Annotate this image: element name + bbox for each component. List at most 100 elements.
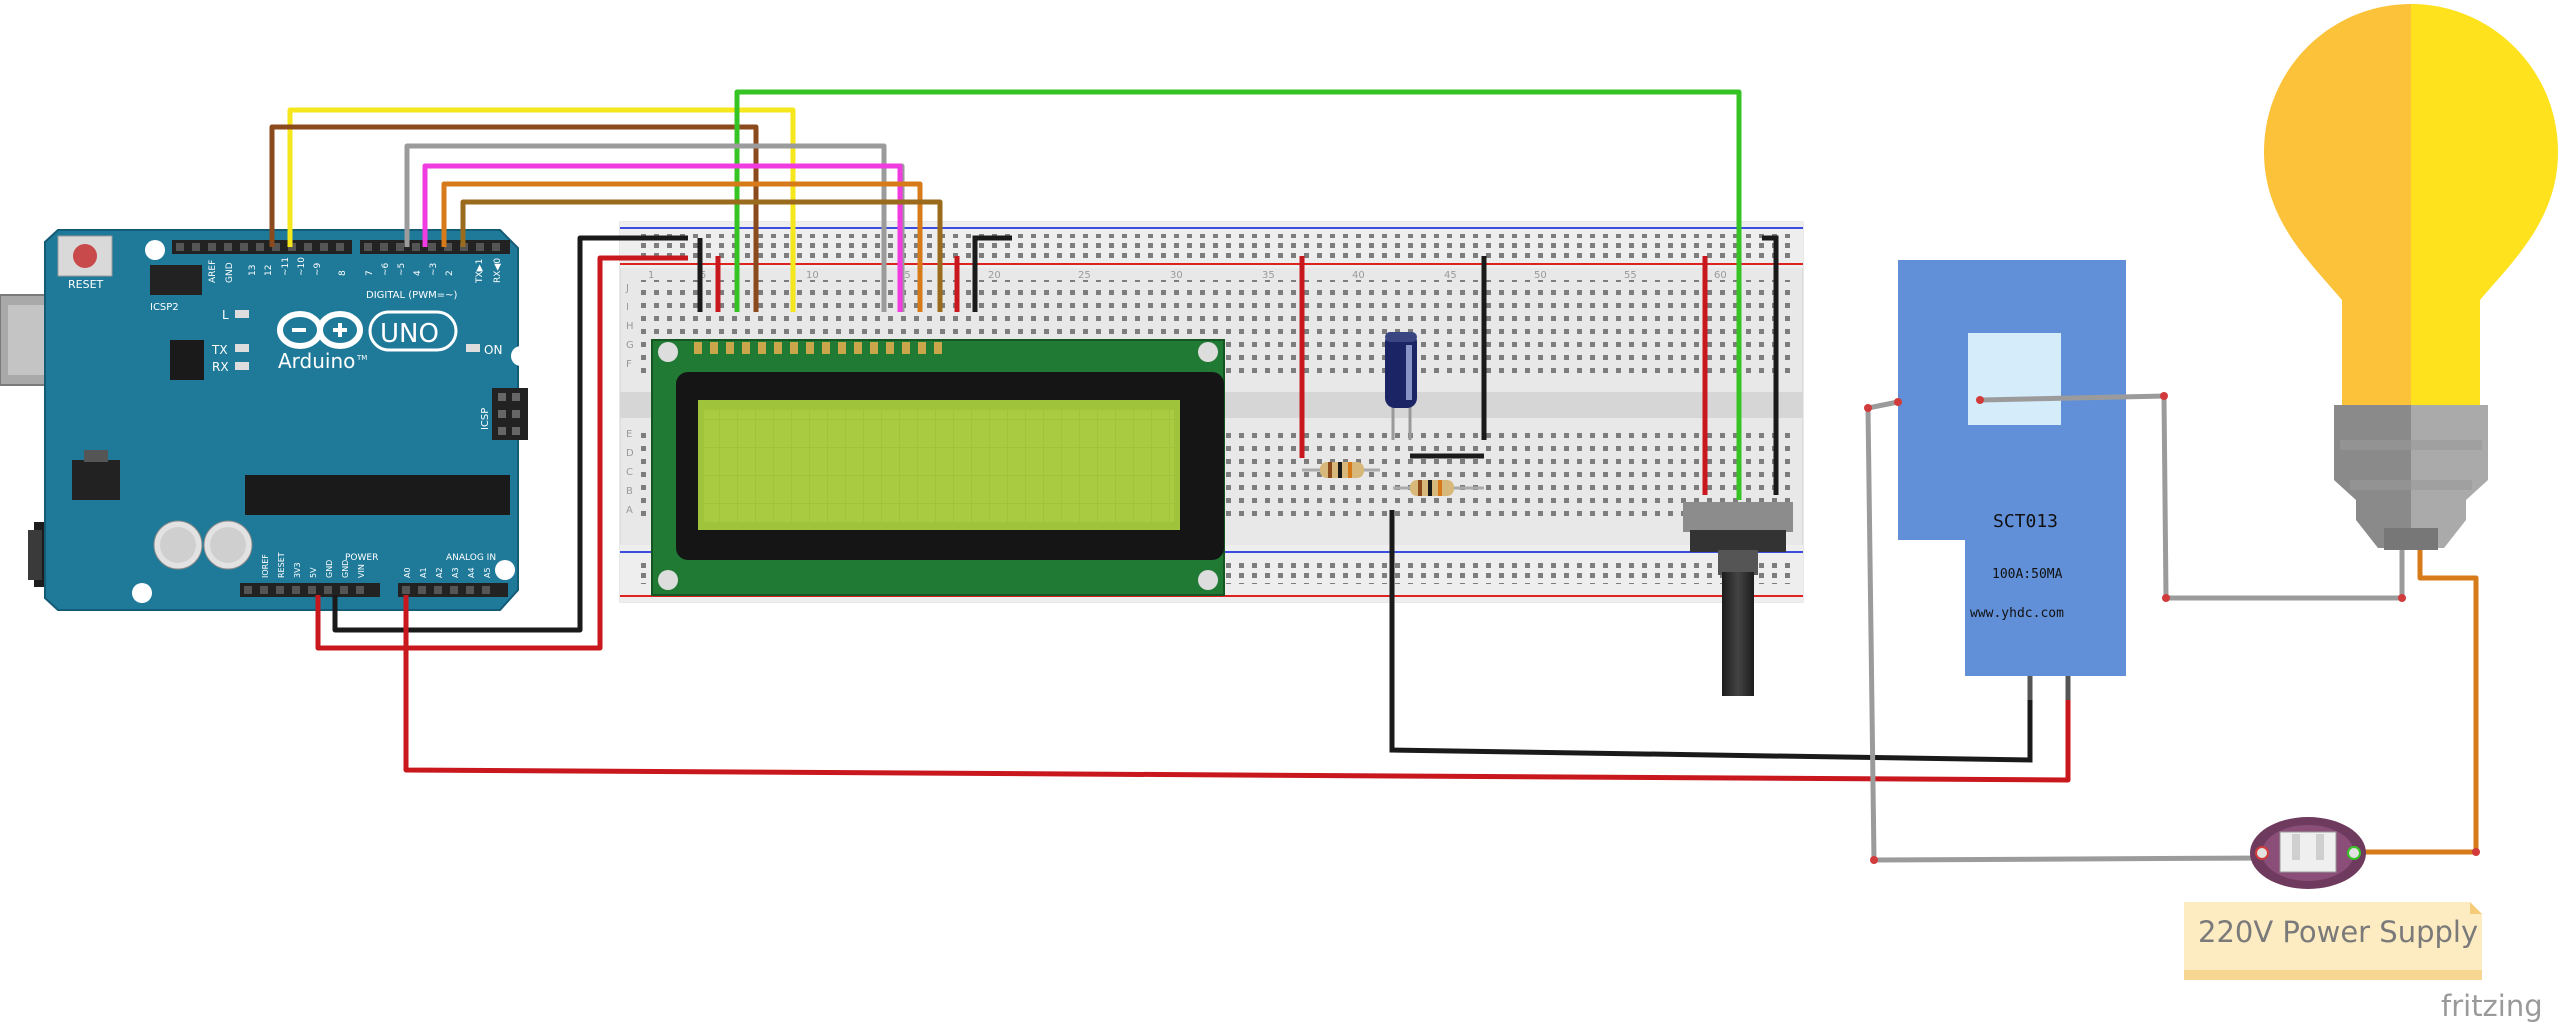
wire-yellow [287,107,796,312]
digital-label: DIGITAL (PWM=~) [366,290,457,301]
row-letter: A [626,505,633,516]
pin-gnd-2: GND [341,560,350,578]
aref-label: AREF [208,260,218,283]
row-letter: F [626,359,632,370]
power-label: POWER [345,553,378,563]
pin-a1: A1 [419,567,428,578]
rx-led-label: RX [212,360,229,374]
arduino-logo [277,311,363,349]
pin-2: 2 [445,270,455,276]
column-number: 1 [648,270,654,281]
lcd-16x2 [651,339,1225,596]
wire-orange-mains [2350,550,2479,855]
pin-vin: VIN [357,564,366,578]
column-number: 40 [1352,270,1365,281]
column-number: 25 [1078,270,1091,281]
sensor-url: www.yhdc.com [1970,606,2064,621]
arduino-brand: Arduino [278,349,355,373]
power-supply-note: 220V Power Supply [2184,902,2482,980]
pin-a4: A4 [467,567,476,578]
tx-pin: TX▶1 [475,259,485,284]
pin-3: ~3 [429,263,439,276]
icsp2-label: ICSP2 [150,302,179,313]
wire-red-5v [315,255,688,651]
pin-13: 13 [248,265,258,276]
row-letter: C [626,467,633,478]
pin-4: 4 [413,270,423,276]
column-number: 45 [1444,270,1457,281]
pin-a3: A3 [451,567,460,578]
on-led-label: ON [484,343,502,357]
wire-black-sensor [1389,510,2033,763]
pin-11: ~11 [281,257,291,276]
column-number: 10 [806,270,819,281]
current-sensor-sct013: SCT013 100A:50MA www.yhdc.com [1898,260,2126,700]
pin-6: ~6 [381,262,391,276]
column-number: 30 [1170,270,1183,281]
mains-wires [1864,392,2480,864]
row-letter: E [626,429,632,440]
power-supply-label: 220V Power Supply [2198,915,2478,949]
pin-5: ~5 [397,263,407,276]
pin-gnd-1: GND [325,560,334,578]
signal-wires [269,89,2071,783]
pin-5v: 5V [309,567,318,578]
resistor-1 [1302,462,1380,478]
row-letter: I [626,302,629,313]
pin-3v3: 3V3 [293,562,302,578]
sensor-rating: 100A:50MA [1992,567,2063,582]
power-connector [2250,817,2366,889]
arduino-trademark: TM [356,354,367,362]
uno-badge [368,310,458,352]
analog-label: ANALOG IN [446,553,496,563]
pin-a2: A2 [435,567,444,578]
tx-led-label: TX [211,343,228,357]
wire-orange [441,181,923,312]
breadboard-jumpers [697,235,2033,763]
wire-olive [460,199,943,312]
pin-12: 12 [264,265,274,276]
column-number: 35 [1262,270,1275,281]
resistor-2 [1393,480,1484,496]
pin-9: ~9 [313,262,323,276]
column-number: 60 [1714,270,1727,281]
row-letter: J [625,283,629,294]
row-letter: H [626,321,634,332]
sensor-model: SCT013 [1993,511,2058,532]
column-number: 20 [988,270,1001,281]
gnd-label: GND [225,262,235,283]
row-letter: B [626,486,633,497]
pin-7: 7 [365,270,375,276]
pin-10: ~10 [297,257,307,276]
wire-gray-mains-2 [1865,399,2267,863]
atmega-chip [245,475,510,515]
jumper-black-5 [1762,235,1779,495]
jumper-black-2 [972,235,1012,312]
potentiometer [1683,502,1793,696]
pin-a5: A5 [483,567,492,578]
wire-black-gnd [332,235,688,633]
column-number: 50 [1534,270,1547,281]
icsp-label: ICSP [480,408,491,430]
column-number: 5 [700,270,706,281]
arduino-model: UNO [380,319,439,349]
column-number: 55 [1624,270,1637,281]
pin-a0: A0 [403,567,412,578]
wire-red-a0 [403,595,2071,783]
l-led-label: L [222,308,229,322]
wire-magenta-main [422,163,903,312]
pin-8: 8 [338,270,348,276]
row-letter: D [626,448,634,459]
reset-pin-label: RESET [277,552,286,578]
reset-label: RESET [68,278,104,291]
fritzing-watermark: fritzing [2441,989,2543,1023]
wire-gray-mains-1 [1979,393,2402,601]
rx-pin: RX◀0 [493,258,503,283]
ioref-label: IOREF [261,554,270,578]
capacitor [1385,332,1417,440]
row-letter: G [626,340,634,351]
wire-gray-1 [404,143,887,312]
arduino-uno-board: RESET ICSP2 AREF GND 13 12 ~11 ~10 ~9 8 … [0,229,531,611]
wire-brown [269,124,759,312]
